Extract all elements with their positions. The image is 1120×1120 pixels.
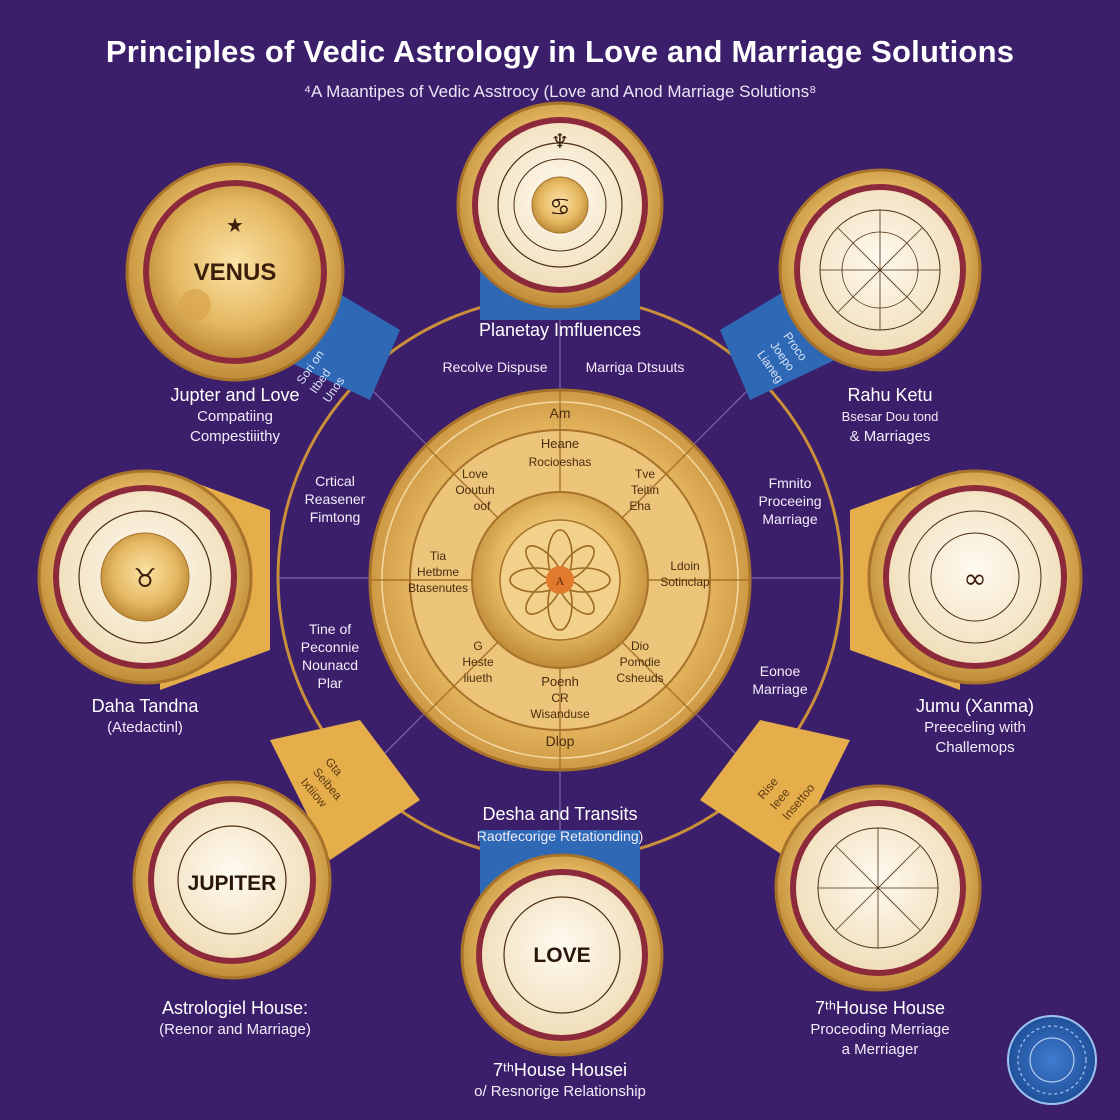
wheel-bottom-inner-2: CR: [551, 691, 569, 705]
planetary-influences-label: Planetay Imfluences: [478, 320, 642, 340]
seventh-house-right-label: 7ᵗʰHouse House Proceoding Merriage a Mer…: [810, 998, 950, 1058]
wheel-lr-3: Csheuds: [616, 671, 663, 685]
wheel-heane-2: Rocioeshas: [529, 455, 592, 469]
star-icon: ★: [226, 213, 244, 237]
bottom-right-chart-medallion: [774, 784, 982, 992]
wheel-ul-1: Love: [462, 467, 488, 481]
cancer-glyph-icon: ♋: [549, 193, 571, 221]
jupiter-medallion: JUPITER: [132, 780, 332, 980]
tine-of-personal-label: Tine of Peconnie Nounacd Plar: [300, 621, 360, 691]
wheel-lr-1: Dio: [631, 639, 649, 653]
central-wheel: A Am Heane Rocioeshas Love Ooutuh oof Tv…: [368, 388, 752, 772]
daha-tandna-label: Daha Tandna (Atedactinl): [91, 696, 199, 736]
wheel-bottom-inner-1: Poenh: [541, 674, 579, 689]
fmnito-proceeding-label: Fmnito Proceeing Marriage: [758, 475, 822, 527]
wheel-right-1: Ldoin: [670, 559, 699, 573]
wheel-ul-3: oof: [474, 499, 491, 513]
venus-medallion: ★ VENUS: [125, 162, 345, 382]
wheel-right-2: Sotinclap: [660, 575, 710, 589]
left-chart-medallion: ♉: [37, 469, 253, 685]
taurus-glyph-icon: ♉: [133, 564, 156, 594]
neptune-glyph-icon: ♆: [551, 129, 569, 153]
ribbon-bottom-right: [700, 720, 850, 860]
eonoe-marriage-label: Eonoe Marriage: [752, 663, 808, 697]
venus-label: VENUS: [194, 259, 277, 286]
critical-reasoning-label: Crtical Reasener Fimtong: [304, 473, 366, 525]
jupiter-love-label: Jupter and Love Compatiing Compestiiithy: [170, 385, 300, 445]
ribbon-bottom-left: [270, 720, 420, 860]
wheel-heane-1: Heane: [541, 436, 579, 451]
wheel-bottom: Dlop: [546, 733, 575, 749]
seventh-house-bottom-label: 7ᵗʰHouse Housei o/ Resnorige Relationshi…: [474, 1060, 646, 1100]
love-medallion: LOVE: [460, 853, 664, 1057]
astrological-house-label: Astrologiel House: (Reenor and Marriage): [159, 998, 311, 1038]
dasha-transits-label: Desha and Transits Raotfecorige Retation…: [476, 804, 644, 844]
rahu-ketu-label: Rahu Ketu Bsesar Dou tond & Marriages: [841, 385, 939, 445]
wheel-core-glyph: A: [556, 574, 565, 588]
wheel-ur-3: Eha: [629, 499, 651, 513]
infinity-glyph-icon: ∞: [963, 562, 986, 595]
wheel-ur-1: Tve: [635, 467, 655, 481]
wheel-lr-2: Pomdie: [620, 655, 661, 669]
right-chart-medallion: ∞: [867, 469, 1083, 685]
marriage-dstuuts-label: Marriga Dtsuuts: [585, 359, 685, 375]
jumu-xanma-label: Jumu (Xanma) Preeceling with Challemops: [915, 696, 1035, 756]
wheel-left-3: Btasenutes: [408, 581, 468, 595]
resolve-dispute-label: Recolve Dispuse: [442, 359, 548, 375]
wheel-left-2: Hetbme: [417, 565, 459, 579]
seal-icon: [1007, 1015, 1097, 1105]
wheel-ll-2: Heste: [462, 655, 494, 669]
jupiter-label: JUPITER: [188, 872, 277, 895]
wheel-bottom-inner-3: Wisanduse: [530, 707, 590, 721]
page-subtitle: ⁴A Maantipes of Vedic Asstrocy (Love and…: [303, 82, 817, 101]
page-title: Principles of Vedic Astrology in Love an…: [105, 34, 1015, 69]
wheel-ul-2: Ooutuh: [455, 483, 494, 497]
wheel-left-1: Tia: [430, 549, 447, 563]
top-chart-medallion: ♆ ♋: [456, 101, 664, 309]
wheel-ll-3: iiueth: [464, 671, 493, 685]
wheel-top: Am: [550, 405, 571, 421]
wheel-ur-2: Teitin: [631, 483, 659, 497]
top-right-chart-medallion: [778, 168, 982, 372]
wheel-ll-1: G: [473, 639, 482, 653]
love-label: LOVE: [533, 944, 590, 967]
